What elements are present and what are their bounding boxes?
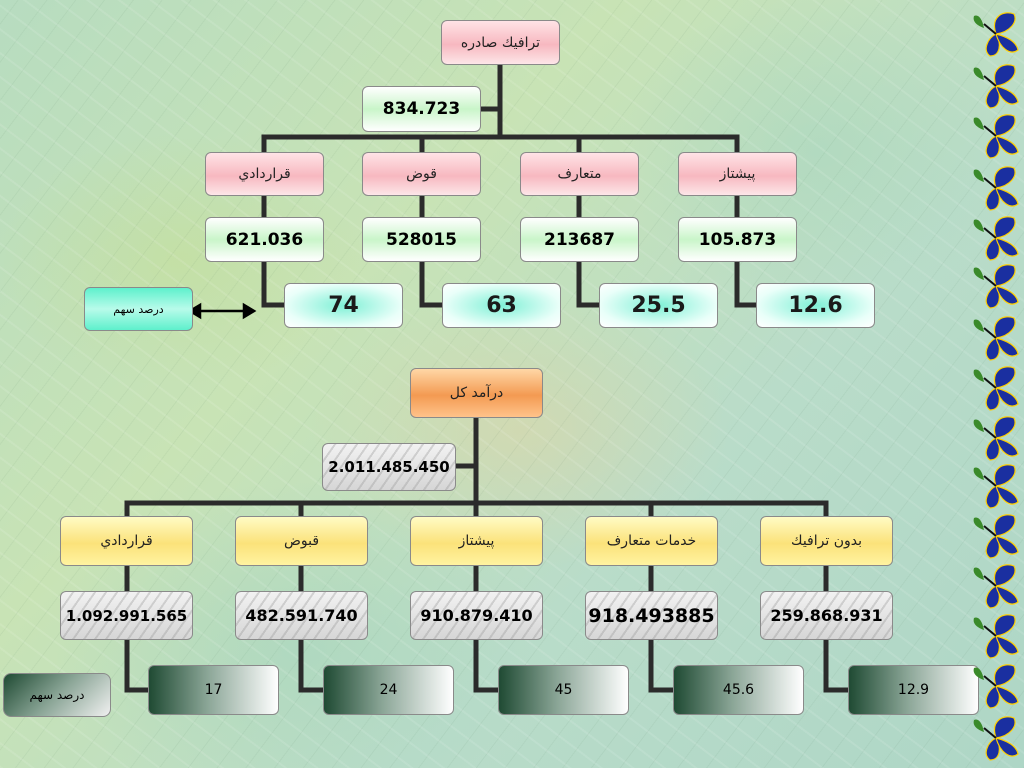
butterfly-icon [970,612,1022,660]
bottom-category-box: خدمات متعارف [585,516,718,566]
top-percent-box: 25.5 [599,283,718,328]
top-value-box: 621.036 [205,217,324,262]
bottom-percent-box: 45.6 [673,665,804,715]
top-value-box: 105.873 [678,217,797,262]
bottom-value-box: 1.092.991.565 [60,591,193,640]
butterfly-icon [970,62,1022,110]
top-total-box: 834.723 [362,86,481,132]
top-category-box: متعارف [520,152,639,196]
bottom-category-box: قبوض [235,516,368,566]
butterfly-icon [970,462,1022,510]
top-percent-box: 74 [284,283,403,328]
bottom-category-box: بدون ترافيك [760,516,893,566]
butterfly-icon [970,662,1022,710]
top-percent-box: 63 [442,283,561,328]
bottom-percent-label: درصد سهم [3,673,111,717]
top-value-box: 528015 [362,217,481,262]
bottom-root-box: درآمد كل [410,368,543,418]
butterfly-icon [970,112,1022,160]
butterfly-icon [970,10,1022,58]
bottom-value-box: 918.493885 [585,591,718,640]
bottom-value-box: 910.879.410 [410,591,543,640]
butterfly-icon [970,164,1022,212]
top-category-box: قوض [362,152,481,196]
top-percent-box: 12.6 [756,283,875,328]
butterfly-icon [970,714,1022,762]
bottom-percent-box: 12.9 [848,665,979,715]
butterfly-icon [970,262,1022,310]
bottom-percent-box: 17 [148,665,279,715]
bottom-value-box: 259.868.931 [760,591,893,640]
bottom-category-box: قراردادي [60,516,193,566]
butterfly-icon [970,562,1022,610]
butterfly-icon [970,414,1022,462]
bottom-value-box: 482.591.740 [235,591,368,640]
butterfly-icon [970,314,1022,362]
butterfly-icon [970,512,1022,560]
bottom-percent-box: 45 [498,665,629,715]
top-category-box: قراردادي [205,152,324,196]
butterfly-icon [970,214,1022,262]
bottom-total-box: 2.011.485.450 [322,443,456,491]
top-root-box: ترافيك صادره [441,20,560,65]
butterfly-icon [970,364,1022,412]
top-value-box: 213687 [520,217,639,262]
bottom-percent-box: 24 [323,665,454,715]
bottom-category-box: پيشتاز [410,516,543,566]
double-arrow-icon [187,302,257,320]
top-percent-label: درصد سهم [84,287,193,331]
top-category-box: پيشتاز [678,152,797,196]
